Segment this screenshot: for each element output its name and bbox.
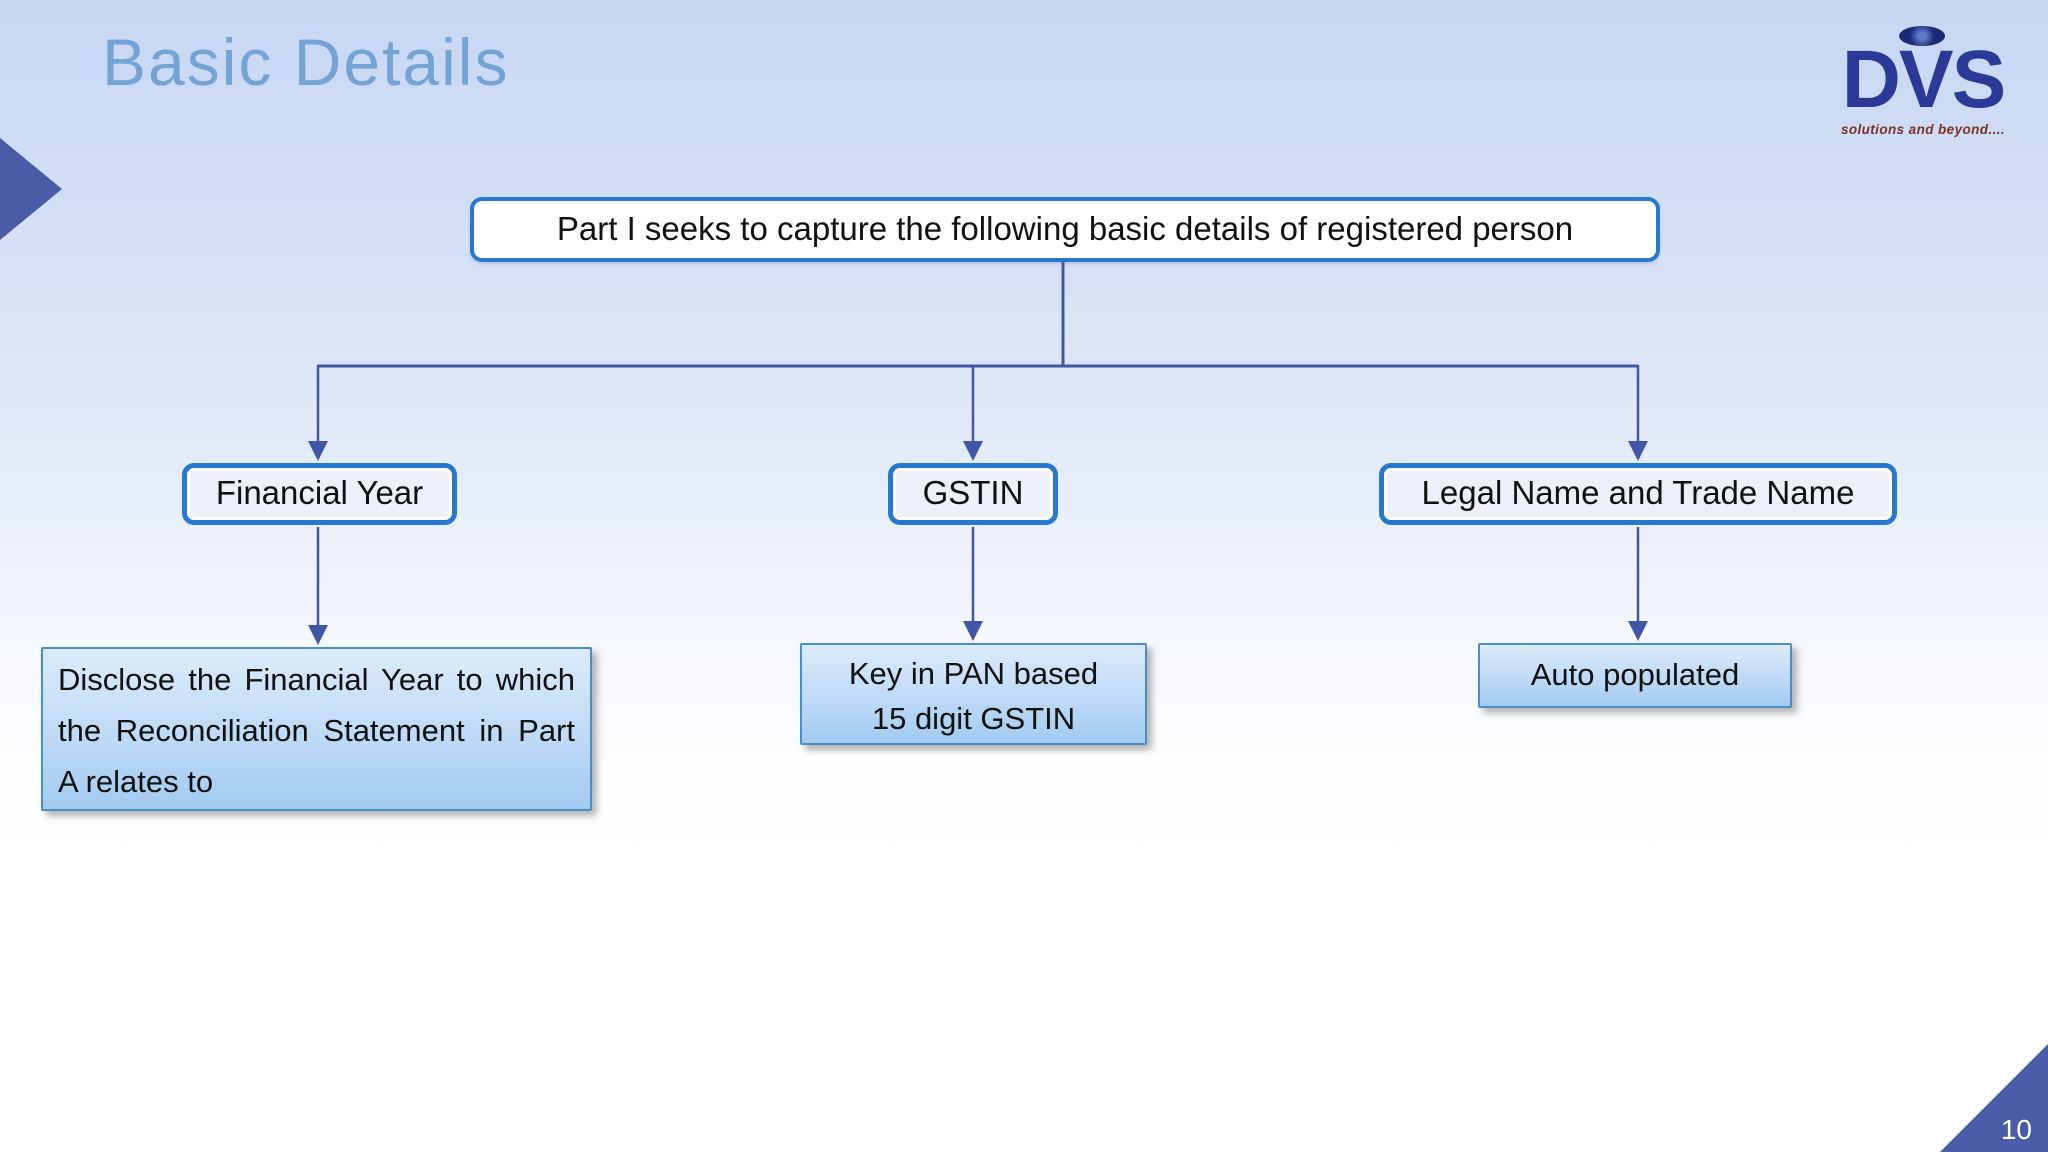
node-gstin: GSTIN — [888, 463, 1058, 525]
node-financial-year: Financial Year — [182, 463, 457, 525]
dvs-logo: DVS solutions and beyond.... — [1812, 16, 2034, 146]
detail-financial-year: Disclose the Financial Year to which the… — [41, 647, 592, 811]
slide-title: Basic Details — [102, 25, 510, 99]
detail-gstin: Key in PAN based 15 digit GSTIN — [800, 643, 1147, 745]
detail-legal-trade-name: Auto populated — [1478, 643, 1792, 708]
eye-icon — [1899, 26, 1946, 46]
node-legal-trade-name: Legal Name and Trade Name — [1379, 463, 1897, 525]
chevron-right-icon — [0, 138, 62, 240]
logo-text: DVS — [1841, 34, 2007, 125]
root-node: Part I seeks to capture the following ba… — [470, 197, 1660, 262]
page-number: 10 — [2000, 1114, 2032, 1145]
logo-tagline: solutions and beyond.... — [1840, 122, 2006, 137]
